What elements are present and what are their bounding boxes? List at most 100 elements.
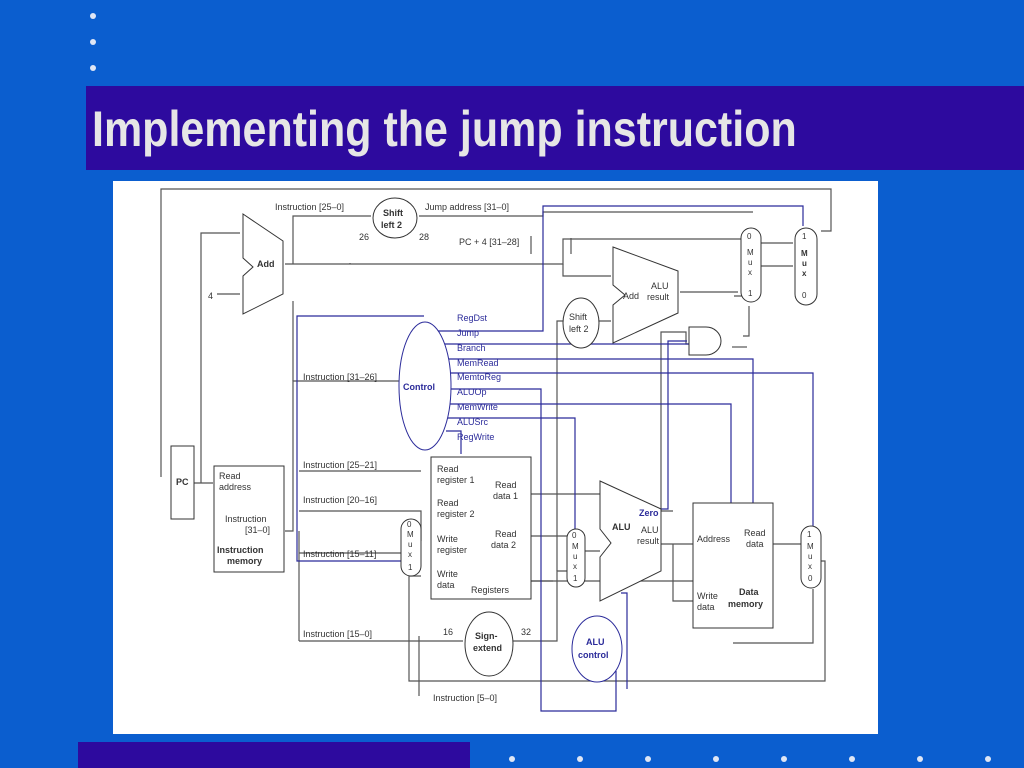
- reg-rdata1-b: data 1: [493, 491, 518, 501]
- branch-adder-result-a: ALU: [651, 281, 669, 291]
- sign-extend-label-1: Sign-: [475, 631, 498, 641]
- decor-dot: [90, 39, 96, 45]
- pc-register: [170, 445, 195, 520]
- slide-title: Implementing the jump instruction: [92, 101, 797, 157]
- branch-mux-in1: 1: [748, 289, 753, 298]
- pc4-label: PC + 4 [31–28]: [459, 237, 519, 247]
- branch-shift-label-2: left 2: [569, 324, 589, 334]
- imem-read-label: Read: [219, 471, 241, 481]
- alusrc-mux-in0: 0: [572, 531, 577, 540]
- datapath-svg: PC Add 4 Read address Instruction [31–0]…: [160, 188, 832, 712]
- control-signal-labels: RegDst Jump Branch MemRead MemtoReg ALUO…: [457, 313, 501, 442]
- field-rt-label: Instruction [20–16]: [303, 495, 377, 505]
- decor-dot: [509, 756, 515, 762]
- const-4-label: 4: [208, 291, 213, 301]
- imem-name-1: Instruction: [217, 545, 264, 555]
- regdst-mux-x: x: [408, 550, 412, 559]
- signal-memread: MemRead: [457, 358, 499, 368]
- signal-branch: Branch: [457, 343, 486, 353]
- instr-25-0-label: Instruction [25–0]: [275, 202, 344, 212]
- signal-regwrite: RegWrite: [457, 432, 494, 442]
- signal-regdst: RegDst: [457, 313, 488, 323]
- reg-read2-a: Read: [437, 498, 459, 508]
- pc-adder-label: Add: [257, 259, 275, 269]
- reg-read1-b: register 1: [437, 475, 475, 485]
- jump-mux-in1: 1: [802, 232, 807, 241]
- jump-mux-x: x: [802, 269, 807, 278]
- reg-wdata-b: data: [437, 580, 455, 590]
- alu-zero-label: Zero: [639, 508, 659, 518]
- imem-bits-label: [31–0]: [245, 525, 270, 535]
- memtoreg-mux-in0: 0: [808, 574, 813, 583]
- field-rs-label: Instruction [25–21]: [303, 460, 377, 470]
- reg-write-b: register: [437, 545, 467, 555]
- imem-address-label: address: [219, 482, 252, 492]
- dmem-name-2: memory: [728, 599, 763, 609]
- bits-26-label: 26: [359, 232, 369, 242]
- field-imm-label: Instruction [15–0]: [303, 629, 372, 639]
- control-unit: [398, 321, 452, 451]
- dmem-address-label: Address: [697, 534, 731, 544]
- branch-mux-m: M: [747, 248, 754, 257]
- regdst-mux: [400, 518, 422, 577]
- decor-dot: [90, 13, 96, 19]
- memtoreg-mux-u: u: [808, 552, 812, 561]
- jump-mux: [794, 227, 818, 306]
- decor-dot: [577, 756, 583, 762]
- memtoreg-mux: [800, 525, 822, 589]
- pc-adder: [242, 213, 284, 315]
- sign-extend-label-2: extend: [473, 643, 502, 653]
- bits-28-label: 28: [419, 232, 429, 242]
- footer-bar: [78, 742, 470, 768]
- sign-out-bits: 32: [521, 627, 531, 637]
- pc-label: PC: [176, 477, 189, 487]
- control-label: Control: [403, 382, 435, 392]
- jump-shift-label-1: Shift: [383, 208, 403, 218]
- dmem-write-b: data: [697, 602, 715, 612]
- reg-read1-a: Read: [437, 464, 459, 474]
- regdst-mux-in0: 0: [407, 520, 412, 529]
- decor-dot: [713, 756, 719, 762]
- data-memory: [692, 502, 774, 629]
- branch-shift-left-2: [562, 297, 600, 349]
- jump-mux-m: M: [801, 249, 808, 258]
- dmem-write-a: Write: [697, 591, 718, 601]
- alusrc-mux-m: M: [572, 542, 579, 551]
- regdst-mux-u: u: [408, 540, 412, 549]
- decor-dot: [985, 756, 991, 762]
- dmem-read-b: data: [746, 539, 764, 549]
- datapath-diagram: PC Add 4 Read address Instruction [31–0]…: [113, 181, 878, 734]
- branch-mux-x: x: [748, 268, 752, 277]
- reg-wdata-a: Write: [437, 569, 458, 579]
- field-rd-label: Instruction [15–11]: [303, 549, 376, 559]
- register-file: [430, 456, 532, 600]
- control-wires: [296, 205, 814, 712]
- signal-aluop: ALUOp: [457, 387, 487, 397]
- alu-result-b: result: [637, 536, 660, 546]
- decor-dot: [917, 756, 923, 762]
- reg-read2-b: register 2: [437, 509, 475, 519]
- branch-mux-u: u: [748, 258, 752, 267]
- decor-dot: [645, 756, 651, 762]
- reg-rdata2-a: Read: [495, 529, 517, 539]
- alusrc-mux: [566, 528, 586, 588]
- decor-dot: [90, 65, 96, 71]
- reg-rdata2-b: data 2: [491, 540, 516, 550]
- reg-write-a: Write: [437, 534, 458, 544]
- jump-shift-left-2: [372, 197, 418, 239]
- regdst-mux-in1: 1: [408, 563, 413, 572]
- imem-name-2: memory: [227, 556, 262, 566]
- memtoreg-mux-x: x: [808, 562, 812, 571]
- decor-dot: [781, 756, 787, 762]
- control-input-label: Instruction [31–26]: [303, 372, 377, 382]
- reg-rdata1-a: Read: [495, 480, 517, 490]
- signal-memtoreg: MemtoReg: [457, 372, 501, 382]
- alu-control-label-2: control: [578, 650, 609, 660]
- branch-adder-result-b: result: [647, 292, 670, 302]
- sign-extend: [464, 611, 514, 677]
- signal-alusrc: ALUSrc: [457, 417, 489, 427]
- memtoreg-mux-m: M: [807, 542, 814, 551]
- datapath-wires: [160, 188, 832, 696]
- sign-in-bits: 16: [443, 627, 453, 637]
- alusrc-mux-in1: 1: [573, 574, 578, 583]
